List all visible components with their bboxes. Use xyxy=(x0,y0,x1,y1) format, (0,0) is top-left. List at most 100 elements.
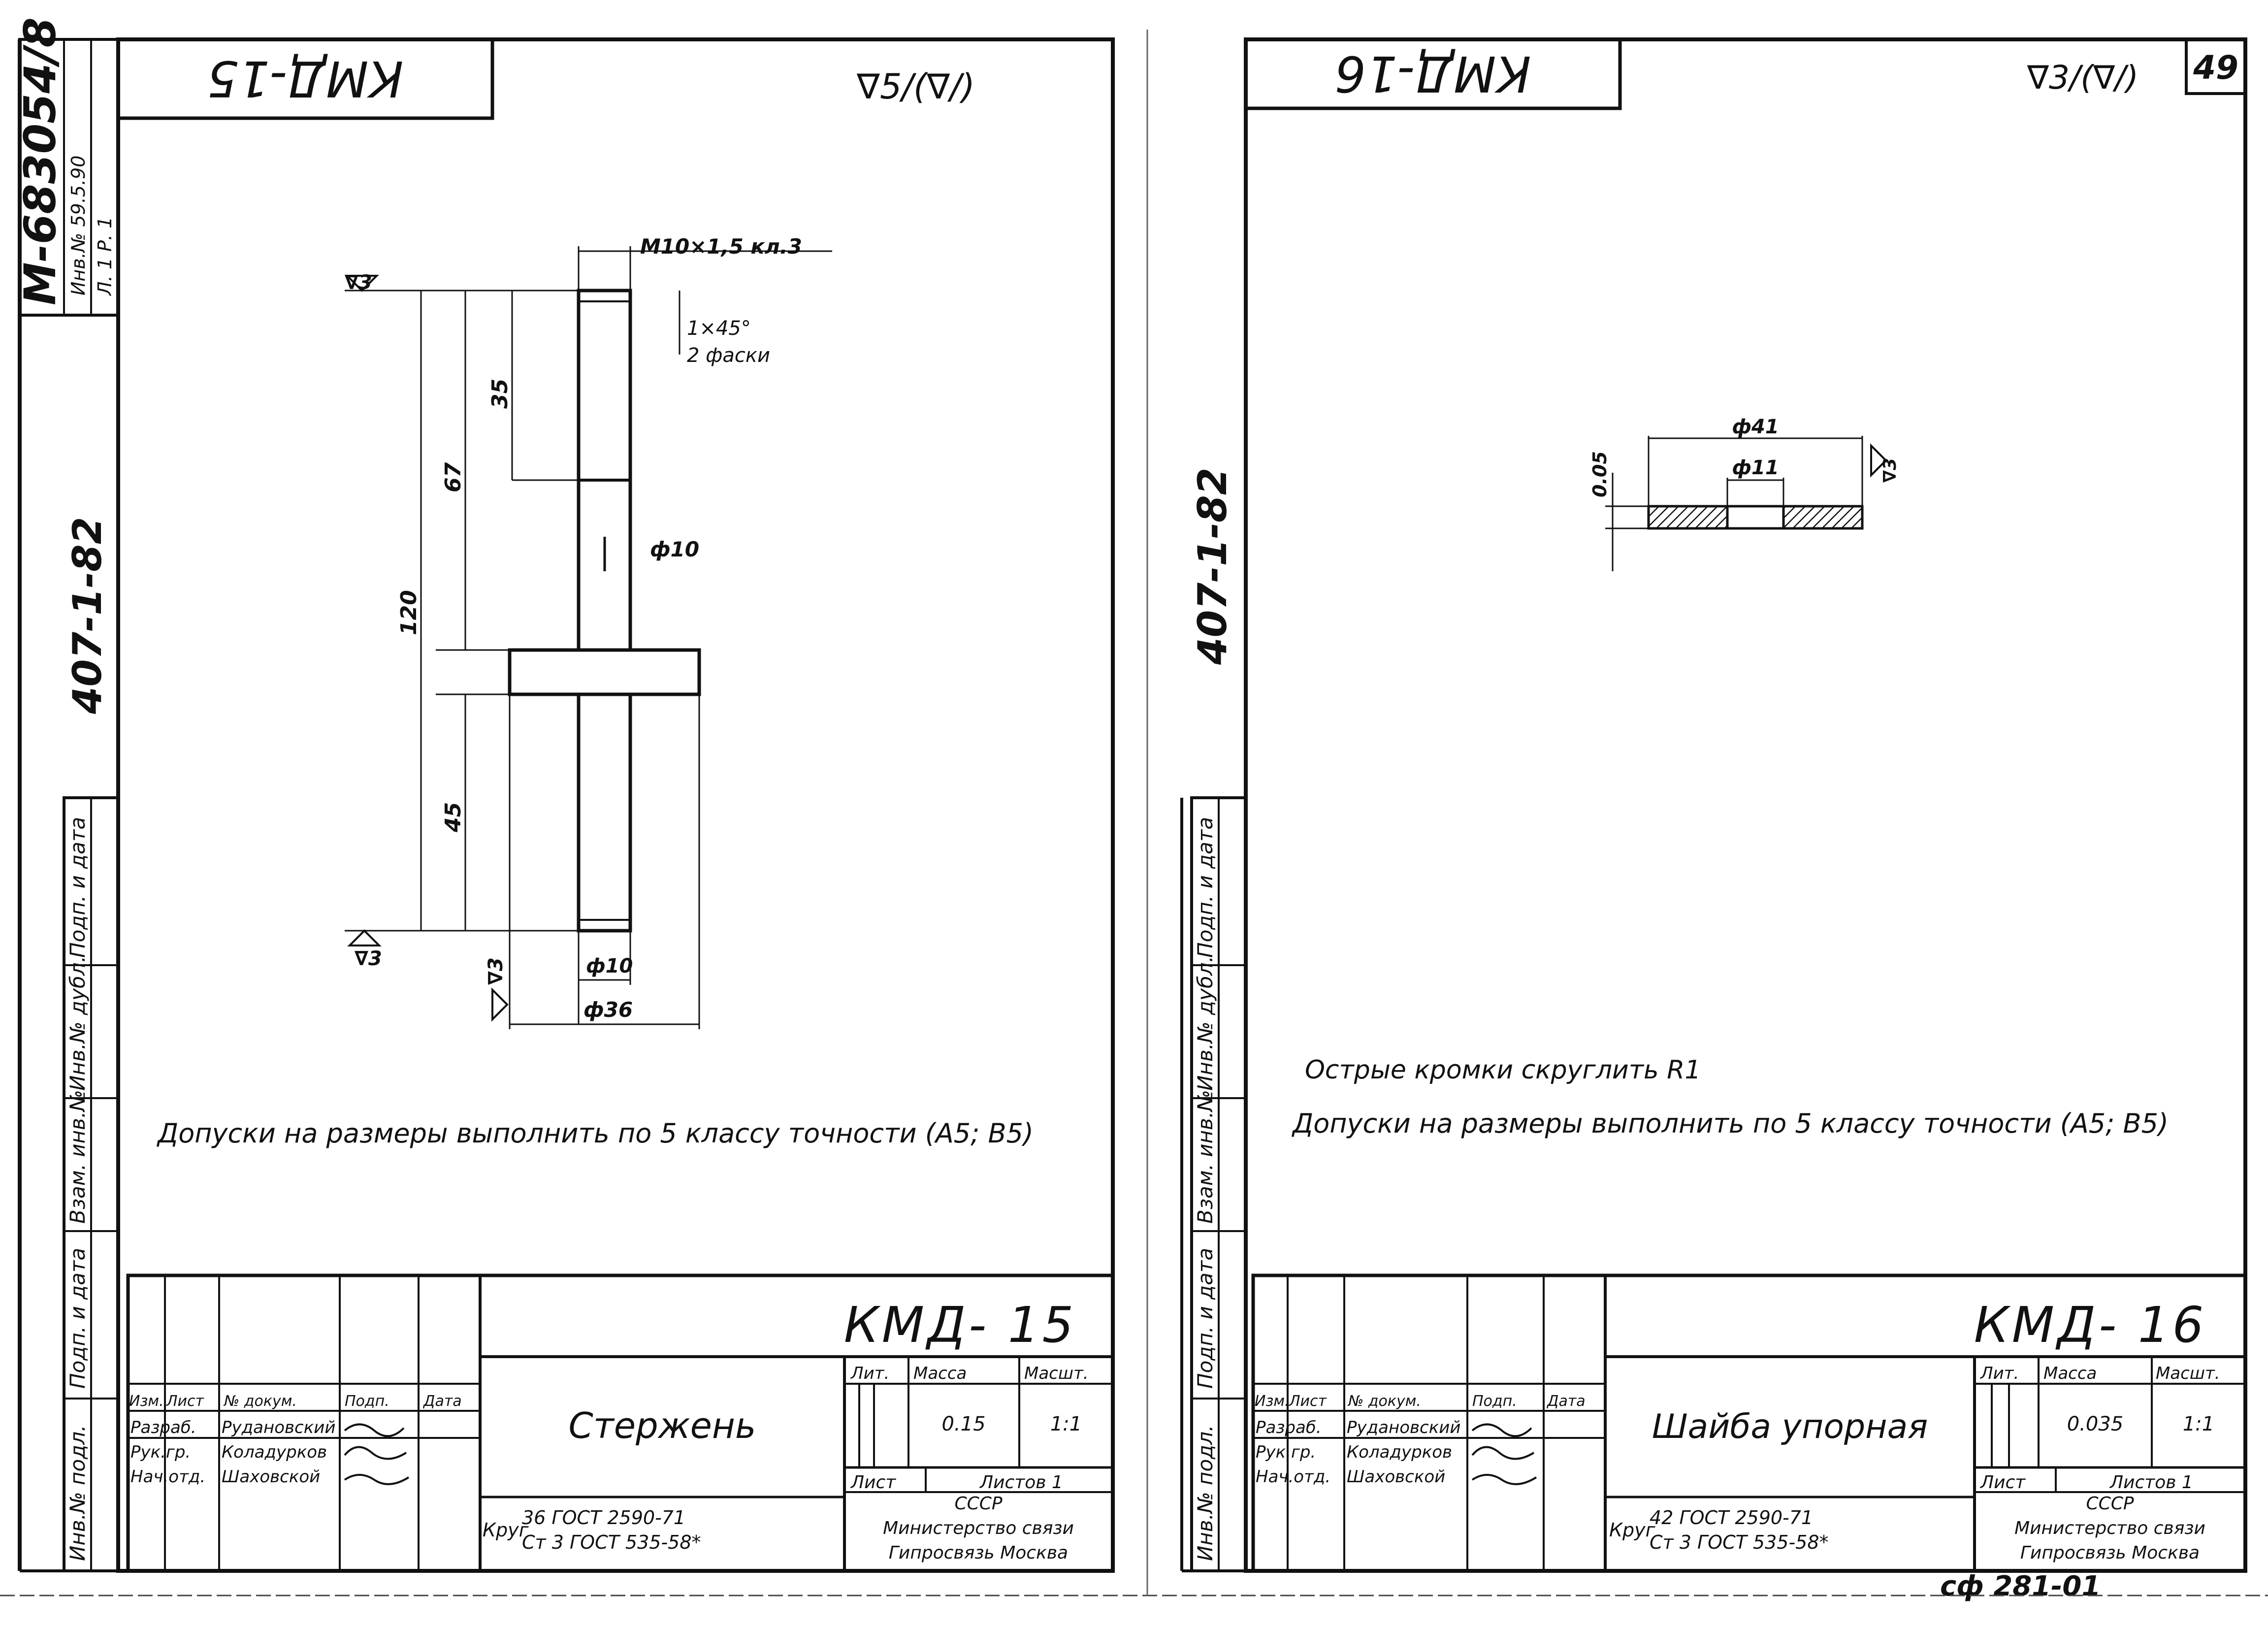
right-side-label-2: Взам. инв.№ xyxy=(1193,1090,1217,1224)
left-top-code: КМД-15 xyxy=(207,50,404,107)
left-tb-lit-label: Лит. xyxy=(850,1364,889,1383)
left-dim-thread: М10×1,5 кл.3 xyxy=(640,234,802,259)
right-side-label-4: Подп. и дата xyxy=(1193,817,1217,958)
right-sheet: КМД-16 ∇3/(∇/) 49 407-1-82 Инв.№ подл. П… xyxy=(1180,37,2247,1602)
right-tb-scale: 1:1 xyxy=(2183,1413,2214,1435)
left-dim-d-collar: ф36 xyxy=(583,998,633,1022)
left-side-label-4: Подп. и дата xyxy=(65,817,90,958)
left-tb-role-1: Рук.гр. xyxy=(130,1442,191,1462)
right-side-label-3: Инв.№ дубл. xyxy=(1193,956,1217,1091)
left-archive-note1: Инв.№ 59.5.90 xyxy=(67,156,89,295)
right-tb-mass: 0.035 xyxy=(2067,1413,2124,1435)
left-dim-len-lower: 45 xyxy=(441,802,466,833)
left-sheet: КМД-15 ∇5/(∇/) М-683054/8 Инв.№ 59.5.90 … xyxy=(15,17,1115,1573)
left-tb-col-1: Лист xyxy=(166,1393,205,1410)
left-rough-b: ∇3 xyxy=(355,947,382,970)
left-side-label-3: Инв.№ дубл. xyxy=(65,956,90,1091)
left-series: 407-1-82 xyxy=(65,517,110,715)
left-tb-col-2: № докум. xyxy=(223,1393,297,1410)
right-tb-person-1: Коладурков xyxy=(1347,1442,1452,1462)
washer-drawing xyxy=(1605,436,1887,571)
right-tb-col-3: Подп. xyxy=(1472,1393,1517,1410)
left-tb-sheet-label: Лист xyxy=(850,1472,896,1493)
right-tb-code: КМД- 16 xyxy=(1974,1296,2207,1354)
right-tb-org3: Гипросвязь Москва xyxy=(2020,1543,2200,1563)
left-archive-note2: Л. 1 Р. 1 xyxy=(94,217,116,296)
right-dim-rough: ∇3 xyxy=(1880,458,1900,483)
left-dim-len-total: 120 xyxy=(396,590,421,635)
left-roughness-top: ∇5/(∇/) xyxy=(856,66,975,107)
left-note: Допуски на размеры выполнить по 5 классу… xyxy=(157,1118,1034,1149)
right-tb-col-1: Лист xyxy=(1289,1393,1328,1410)
right-side-label-1: Подп. и дата xyxy=(1193,1248,1217,1389)
left-tb-material-line1: 36 ГОСТ 2590-71 xyxy=(522,1507,685,1529)
left-tb-org1: СССР xyxy=(954,1494,1002,1514)
right-tb-sheets-label: Листов 1 xyxy=(2109,1472,2193,1493)
right-tb-org2: Министерство связи xyxy=(2014,1518,2205,1538)
left-tb-role-0: Разраб. xyxy=(130,1418,196,1437)
right-tb-material-line2: Ст 3 ГОСТ 535-58* xyxy=(1650,1531,1829,1553)
right-tb-col-0: Изм. xyxy=(1255,1393,1290,1410)
right-tb-col-2: № докум. xyxy=(1347,1393,1421,1410)
right-tb-role-2: Нач.отд. xyxy=(1256,1467,1330,1487)
left-side-label-0: Инв.№ подл. xyxy=(65,1425,90,1561)
left-dim-chamfer: 1×45° xyxy=(687,317,751,340)
left-tb-code: КМД- 15 xyxy=(844,1296,1077,1354)
right-title-block xyxy=(1251,1273,2247,1573)
right-tb-role-0: Разраб. xyxy=(1256,1418,1322,1437)
right-roughness-top: ∇3/(∇/) xyxy=(2027,59,2138,97)
right-side-label-0: Инв.№ подл. xyxy=(1193,1425,1217,1561)
right-top-code: КМД-16 xyxy=(1335,45,1531,102)
right-tb-person-0: Рудановский xyxy=(1347,1418,1460,1437)
right-top-code-box xyxy=(1244,37,1622,110)
left-title-block xyxy=(126,1273,1115,1573)
left-dim-len-thread: 35 xyxy=(487,379,513,409)
right-tb-material-line1: 42 ГОСТ 2590-71 xyxy=(1650,1507,1813,1529)
left-tb-scale-label: Масшт. xyxy=(1024,1364,1089,1383)
left-dim-chamfer-note: 2 фаски xyxy=(687,344,770,367)
left-dim-len-upper: 67 xyxy=(441,462,466,492)
right-tb-name: Шайба упорная xyxy=(1652,1407,1928,1446)
rod-drawing xyxy=(345,246,832,1029)
left-tb-mass: 0.15 xyxy=(941,1413,985,1435)
left-dim-d-rod: ф10 xyxy=(650,537,699,561)
left-side-label-2: Взам. инв.№ xyxy=(65,1090,90,1224)
left-tb-name: Стержень xyxy=(569,1405,756,1446)
left-tb-material-line2: Ст 3 ГОСТ 535-58* xyxy=(522,1531,701,1553)
right-dim-thickness: 0.05 xyxy=(1589,451,1611,497)
right-tb-material-label: Круг xyxy=(1609,1519,1656,1541)
right-dim-d-outer: ф41 xyxy=(1732,416,1779,438)
right-tb-role-1: Рук.гр. xyxy=(1256,1442,1316,1462)
right-page-number: 49 xyxy=(2193,49,2238,87)
left-tb-person-0: Рудановский xyxy=(222,1418,335,1437)
left-tb-material-label: Круг xyxy=(483,1519,529,1541)
left-rough-a: ∇3 xyxy=(345,271,372,294)
left-tb-mass-label: Масса xyxy=(913,1364,967,1383)
right-tb-scale-label: Масшт. xyxy=(2156,1364,2220,1383)
left-tb-signatures xyxy=(344,1423,410,1485)
right-tb-col-4: Дата xyxy=(1546,1393,1586,1410)
left-archive-number: М-683054/8 xyxy=(15,17,65,305)
left-tb-role-2: Нач.отд. xyxy=(130,1467,205,1487)
right-dim-d-inner: ф11 xyxy=(1732,456,1779,479)
left-tb-sheets-label: Листов 1 xyxy=(979,1472,1063,1493)
right-page-number-box xyxy=(2185,38,2247,95)
left-tb-scale: 1:1 xyxy=(1050,1413,1082,1435)
left-tb-person-1: Коладурков xyxy=(222,1442,327,1462)
right-tb-person-2: Шаховской xyxy=(1347,1467,1445,1487)
right-tb-lit-label: Лит. xyxy=(1979,1364,2019,1383)
right-tb-sheet-label: Лист xyxy=(1979,1472,2026,1493)
left-rough-c: ∇3 xyxy=(485,957,507,985)
left-tb-person-2: Шаховской xyxy=(222,1467,320,1487)
left-tb-col-4: Дата xyxy=(422,1393,462,1410)
left-tb-org3: Гипросвязь Москва xyxy=(889,1543,1068,1563)
right-tb-signatures xyxy=(1471,1423,1537,1485)
left-tb-col-0: Изм. xyxy=(129,1393,164,1410)
right-note1: Острые кромки скруглить R1 xyxy=(1305,1055,1701,1085)
left-side-label-1: Подп. и дата xyxy=(65,1248,90,1389)
left-archive-stamp xyxy=(18,38,120,317)
left-dim-d-rod-bottom: ф10 xyxy=(586,955,633,977)
right-note2: Допуски на размеры выполнить по 5 классу… xyxy=(1292,1108,2169,1139)
right-tb-mass-label: Масса xyxy=(2043,1364,2097,1383)
